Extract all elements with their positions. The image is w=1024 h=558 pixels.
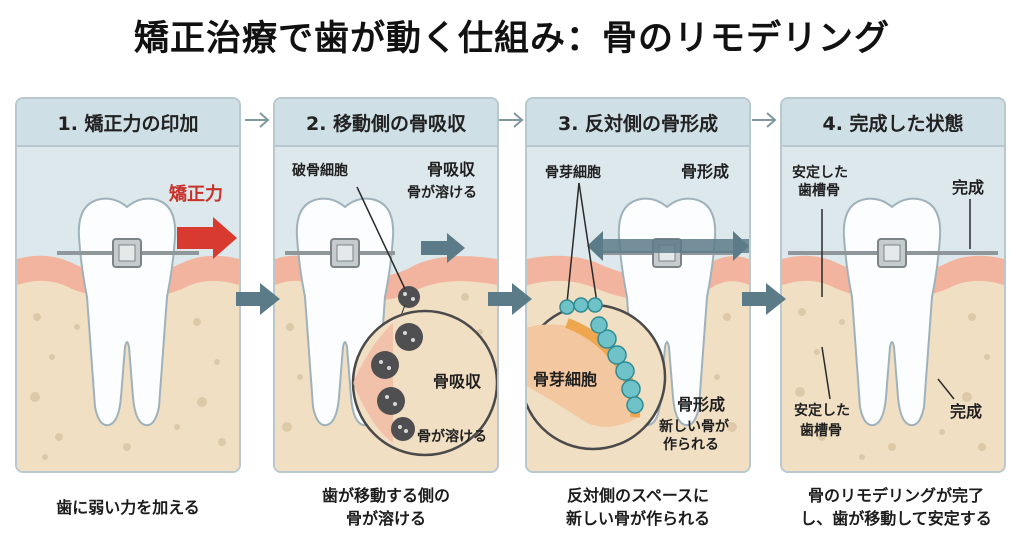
panel-header: 3. 反対側の骨形成 bbox=[527, 99, 749, 147]
zoom-formation-title: 骨形成 bbox=[677, 395, 726, 414]
panel-resorption: 2. 移動側の骨吸収 bbox=[273, 97, 499, 473]
complete-label-bottom: 完成 bbox=[950, 402, 983, 421]
stable-bone-label-bottom-1: 安定した bbox=[794, 403, 850, 419]
panel-header: 1. 矯正力の印加 bbox=[17, 99, 239, 147]
osteoblast-icon bbox=[559, 297, 644, 414]
bracket-icon bbox=[877, 238, 907, 268]
panel-formation: 3. 反対側の骨形成 骨芽細胞 bbox=[525, 97, 751, 473]
force-label: 矯正力 bbox=[169, 184, 223, 205]
right-arrow-icon bbox=[421, 233, 465, 263]
caption-line: 反対側のスペースに bbox=[566, 486, 710, 505]
right-arrow-icon bbox=[752, 112, 777, 128]
tooth-icon bbox=[842, 197, 942, 427]
page-title: 矯正治療で歯が動く仕組み：骨のリモデリング bbox=[133, 19, 890, 59]
osteoclast-label: 破骨細胞 bbox=[292, 163, 348, 179]
zoom-formation-sub-1: 新しい骨が bbox=[659, 419, 729, 435]
caption-step-4: 骨のリモデリングが完了 し、歯が移動して安定する bbox=[776, 484, 1016, 530]
caption-step-1: 歯に弱い力を加える bbox=[8, 496, 248, 519]
double-arrow-icon bbox=[587, 231, 749, 261]
right-arrow-icon bbox=[488, 283, 532, 315]
caption-step-2: 歯が移動する側の 骨が溶ける bbox=[266, 484, 506, 530]
tooth-diagram bbox=[17, 197, 239, 471]
zoom-osteoblast-label: 骨芽細胞 bbox=[533, 370, 598, 389]
right-arrow-icon bbox=[236, 283, 280, 315]
osteoclast-icon bbox=[371, 323, 423, 441]
tooth-icon bbox=[77, 197, 177, 427]
zoom-sub: 骨が溶ける bbox=[417, 429, 487, 445]
caption-line: 歯が移動する側の bbox=[321, 486, 450, 505]
panel-header: 4. 完成した状態 bbox=[782, 99, 1004, 147]
resorption-sub: 骨が溶ける bbox=[407, 185, 477, 201]
osteoblast-label: 骨芽細胞 bbox=[545, 165, 601, 181]
formation-title: 骨形成 bbox=[681, 162, 730, 181]
resorption-title: 骨吸収 bbox=[427, 160, 476, 179]
zoom-title: 骨吸収 bbox=[433, 372, 482, 391]
complete-label-top: 完成 bbox=[952, 178, 985, 197]
caption-step-3: 反対側のスペースに 新しい骨が作られる bbox=[518, 484, 758, 530]
caption-line: 新しい骨が作られる bbox=[565, 509, 710, 529]
right-arrow-icon bbox=[499, 112, 524, 128]
tooth-diagram bbox=[782, 197, 1004, 471]
zoom-formation-sub-2: 作られる bbox=[663, 437, 719, 453]
tooth-diagram bbox=[527, 182, 749, 471]
stable-bone-label-bottom-2: 歯槽骨 bbox=[800, 423, 842, 439]
tooth-diagram bbox=[275, 186, 497, 471]
stable-bone-label-top-1: 安定した bbox=[792, 165, 848, 181]
bracket-icon bbox=[330, 238, 360, 268]
panel-header: 2. 移動側の骨吸収 bbox=[275, 99, 497, 147]
osteoclast-icon bbox=[398, 286, 420, 308]
right-arrow-icon bbox=[245, 112, 270, 128]
stable-bone-label-top-2: 歯槽骨 bbox=[798, 183, 840, 199]
caption-line: し、歯が移動して安定する bbox=[800, 509, 992, 529]
panel-force-application: 1. 矯正力の印加 矯正力 bbox=[15, 97, 241, 473]
right-arrow-icon bbox=[742, 283, 786, 315]
bracket-icon bbox=[112, 238, 142, 268]
caption-line: 骨のリモデリングが完了 bbox=[807, 486, 984, 505]
caption-line: 骨が溶ける bbox=[345, 509, 426, 529]
force-arrow-icon bbox=[177, 217, 237, 259]
caption-line: 歯に弱い力を加える bbox=[56, 498, 200, 517]
panel-completed: 4. 完成した状態 安定した 歯槽骨 完成 安定した 歯槽骨 完成 bbox=[780, 97, 1006, 473]
